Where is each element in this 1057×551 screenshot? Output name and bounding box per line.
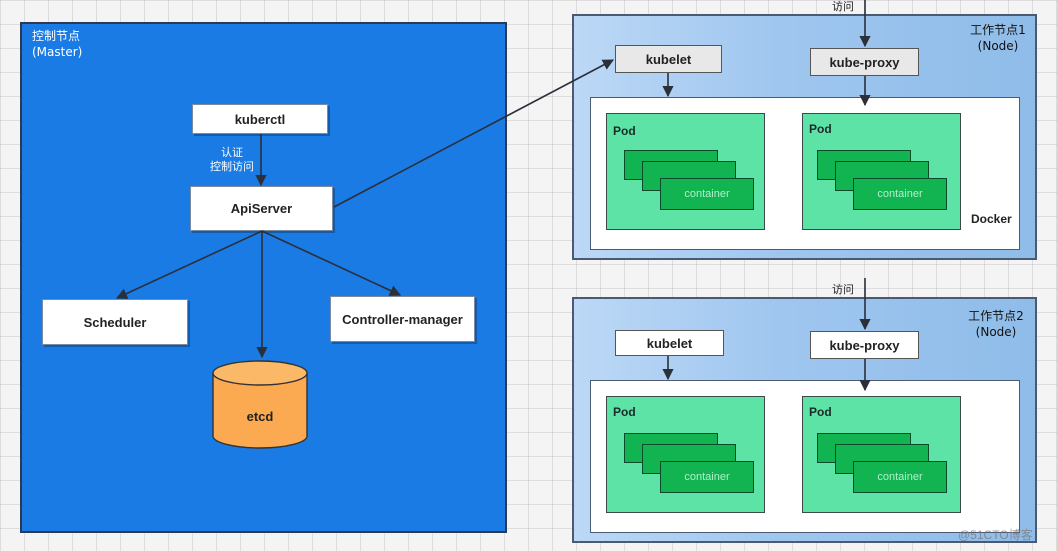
controller-manager-label: Controller-manager <box>342 311 463 327</box>
auth-label-line2: 控制访问 <box>210 160 254 173</box>
node1-pod1-label: Pod <box>613 124 636 138</box>
apiserver-box: ApiServer <box>190 186 333 231</box>
controller-manager-box: Controller-manager <box>330 296 475 342</box>
apiserver-label: ApiServer <box>230 201 293 216</box>
container-front: container <box>660 461 754 493</box>
etcd-label: etcd <box>247 409 274 424</box>
scheduler-label: Scheduler <box>83 314 147 330</box>
node2-title: 工作节点2 (Node) <box>958 308 1034 340</box>
node1-kubelet-label: kubelet <box>645 51 692 67</box>
node1-kubelet-box: kubelet <box>615 45 722 73</box>
auth-label: 认证 控制访问 <box>196 146 268 174</box>
kuberctl-label: kuberctl <box>234 111 286 127</box>
node2-title-line2: (Node) <box>975 325 1017 339</box>
node2-kube-proxy-box: kube-proxy <box>810 331 919 359</box>
apiserver-to-kubelet-arrow <box>333 59 614 208</box>
auth-label-line1: 认证 <box>221 146 243 159</box>
container-front: container <box>660 178 754 210</box>
node2-visit-label: 访问 <box>832 283 854 296</box>
node2-kube-proxy-label: kube-proxy <box>829 337 900 353</box>
etcd-cylinder: etcd <box>212 360 308 449</box>
node2-title-line1: 工作节点2 <box>968 309 1024 323</box>
apiserver-to-scheduler-arrow <box>115 230 263 299</box>
master-title-line1: 控制节点 <box>32 29 81 43</box>
node1-pod2-label: Pod <box>809 122 832 136</box>
master-title: 控制节点 (Master) <box>32 28 82 60</box>
node1-title-line1: 工作节点1 <box>970 23 1026 37</box>
node2-pod1: Pod container <box>606 396 765 513</box>
node2-pod1-label: Pod <box>613 405 636 419</box>
node2-kubelet-box: kubelet <box>615 330 724 356</box>
node1-pod2: Pod container <box>802 113 961 230</box>
node1-docker-label: Docker <box>971 212 1012 226</box>
container-label: container <box>877 188 923 200</box>
node1-visit-label: 访问 <box>832 0 854 13</box>
node1-kube-proxy-label: kube-proxy <box>829 54 900 70</box>
node2-kubelet-label: kubelet <box>646 335 693 351</box>
container-front: container <box>853 461 947 493</box>
node1-pod1: Pod container <box>606 113 765 230</box>
node1-kube-proxy-box: kube-proxy <box>810 48 919 76</box>
node1-title-line2: (Node) <box>977 39 1019 53</box>
node2-pod2-label: Pod <box>809 405 832 419</box>
node2-pod2: Pod container <box>802 396 961 513</box>
container-label: container <box>684 471 730 483</box>
scheduler-box: Scheduler <box>42 299 188 345</box>
watermark: @51CTO博客 <box>958 528 1033 542</box>
apiserver-to-controller-arrow <box>261 230 402 296</box>
container-front: container <box>853 178 947 210</box>
container-label: container <box>684 188 730 200</box>
kuberctl-box: kuberctl <box>192 104 328 134</box>
master-title-line2: (Master) <box>32 45 83 59</box>
node1-title: 工作节点1 (Node) <box>962 22 1034 54</box>
container-label: container <box>877 471 923 483</box>
